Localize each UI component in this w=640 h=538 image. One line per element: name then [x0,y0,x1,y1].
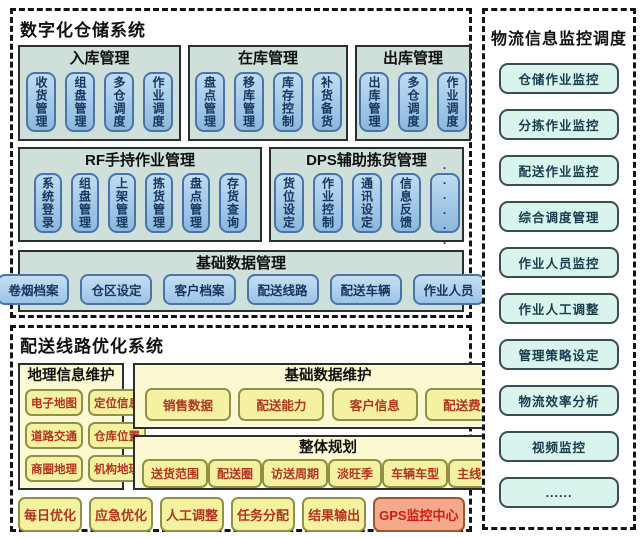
module-chip: 组盘管理 [65,71,95,132]
section-items: 收货管理组盘管理多仓调度作业调度 [20,68,179,139]
module-chip: 应急优化 [89,497,154,532]
module-chip: 移库管理 [233,71,264,132]
module-chip: 系统登录 [33,173,62,233]
module-chip: 淡旺季 [328,459,383,488]
module-chip: 车辆车型 [382,459,449,488]
section-geographic-info-maintenance: 地理信息维护 电子地图定位信息道路交通仓库位置商圈地理机构地理 [18,363,146,490]
module-chip: ...... [429,158,460,248]
section-inbound-management: 入库管理 收货管理组盘管理多仓调度作业调度 [18,45,181,141]
module-chip: 客户档案 [163,274,236,305]
section-title: RF手持作业管理 [85,152,195,169]
module-chip: 仓储作业监控 [499,63,619,94]
section-overall-planning: 整体规划 送货范围配送圈访送周期淡旺季车辆车型主线测算 [133,435,524,490]
module-chip: 电子地图 [25,389,83,416]
wms-row-top: 入库管理 收货管理组盘管理多仓调度作业调度 在库管理 盘点管理移库管理库存控制补… [18,45,471,141]
module-chip: 信息反馈 [390,173,421,233]
module-chip: 任务分配 [231,497,296,532]
panel-delivery-route-optimization: 配送线路优化系统 地理信息维护 电子地图定位信息道路交通仓库位置商圈地理机构地理… [10,325,524,532]
module-chip: 每日优化 [18,497,83,532]
section-title: DPS辅助拣货管理 [306,152,427,169]
module-chip: 访送周期 [262,459,329,488]
module-chip: 物流效率分析 [499,385,619,416]
module-chip: 配送线路 [246,274,319,305]
route-right-column: 基础数据维护 销售数据配送能力客户信息配送费用 整体规划 送货范围配送圈访送周期… [133,363,524,490]
module-chip: 结果输出 [302,497,367,532]
module-chip: 配送作业监控 [499,155,619,186]
panel-digital-warehouse-system: 数字化仓储系统 入库管理 收货管理组盘管理多仓调度作业调度 在库管理 盘点管理移… [0,8,485,318]
wms-panel-title: 数字化仓储系统 [20,21,146,40]
module-chip: 商圈地理 [25,455,83,482]
module-chip: 作业调度 [143,71,173,132]
route-panel-title: 配送线路优化系统 [20,337,164,356]
module-chip: 配送车辆 [329,274,402,305]
section-title: 在库管理 [237,50,298,67]
monitor-panel-title: 物流信息监控调度 [490,31,627,48]
module-chip: 仓区设定 [80,274,153,305]
module-chip: 管理策略设定 [499,339,619,370]
module-chip: 库存控制 [272,71,303,132]
module-chip: 组盘管理 [70,173,99,233]
section-base-data-maintenance: 基础数据维护 销售数据配送能力客户信息配送费用 [133,363,524,429]
section-items: 货位设定作业控制通讯设定信息反馈...... [271,158,462,248]
module-chip: 作业人员 [412,274,485,305]
section-items: 销售数据配送能力客户信息配送费用 [135,387,521,427]
module-chip: ...... [499,477,619,508]
section-title: 入库管理 [69,50,130,67]
wms-row-middle: RF手持作业管理 系统登录组盘管理上架管理拣货管理盘点管理存货查询 DPS辅助拣… [18,147,464,248]
module-chip: 客户信息 [331,387,418,421]
module-chip: 作业人员监控 [499,247,619,278]
module-chip: 道路交通 [25,422,83,449]
panel-logistics-monitoring-dispatch: 物流信息监控调度 仓储作业监控分拣作业监控配送作业监控综合调度管理作业人员监控作… [482,8,636,530]
section-items: 系统登录组盘管理上架管理拣货管理盘点管理存货查询 [20,170,260,240]
route-operations-row: 每日优化应急优化人工调整任务分配结果输出 GPS监控中心 [18,497,465,532]
section-items: 送货范围配送圈访送周期淡旺季车辆车型主线测算 [135,459,521,494]
section-title: 整体规划 [299,440,358,456]
section-items: 电子地图定位信息道路交通仓库位置商圈地理机构地理 [20,387,146,488]
module-chip: 分拣作业监控 [499,109,619,140]
module-chip: 作业人工调整 [499,293,619,324]
module-chip: 收货管理 [26,71,56,132]
route-main-row: 地理信息维护 电子地图定位信息道路交通仓库位置商圈地理机构地理 基础数据维护 销… [18,363,524,490]
module-chip: 送货范围 [142,459,209,488]
section-title: 基础数据管理 [195,255,286,272]
monitor-items: 仓储作业监控分拣作业监控配送作业监控综合调度管理作业人员监控作业人工调整管理策略… [485,55,633,508]
module-chip: 多仓调度 [104,71,134,132]
module-chip: 人工调整 [160,497,225,532]
module-chip: 上架管理 [107,173,136,233]
section-dps-assisted-picking: DPS辅助拣货管理 货位设定作业控制通讯设定信息反馈...... [269,147,464,248]
module-chip: 卷烟档案 [0,274,70,305]
section-items: 出库管理多仓调度作业调度 [357,68,469,139]
section-title: 地理信息维护 [27,368,115,384]
module-chip: 视频监控 [499,431,619,462]
section-title: 基础数据维护 [284,368,372,384]
module-chip: 拣货管理 [144,173,173,233]
gps-monitoring-center-chip: GPS监控中心 [373,497,465,532]
module-chip: 补货备货 [311,71,342,132]
module-chip: 作业调度 [437,71,467,132]
module-chip: 盘点管理 [181,173,210,233]
module-chip: 配送能力 [238,387,325,421]
section-base-data-management: 基础数据管理 卷烟档案仓区设定客户档案配送线路配送车辆作业人员 [0,250,485,312]
module-chip: 综合调度管理 [499,201,619,232]
module-chip: 盘点管理 [194,71,225,132]
section-items: 卷烟档案仓区设定客户档案配送线路配送车辆作业人员 [0,273,485,310]
module-chip: 销售数据 [145,387,232,421]
module-chip: 通讯设定 [351,173,382,233]
section-outbound-management: 出库管理 出库管理多仓调度作业调度 [355,45,471,141]
section-items: 盘点管理移库管理库存控制补货备货 [190,68,346,139]
module-chip: 货位设定 [273,173,304,233]
section-rf-handheld-operations: RF手持作业管理 系统登录组盘管理上架管理拣货管理盘点管理存货查询 [18,147,262,242]
section-title: 出库管理 [382,50,443,67]
module-chip: 作业控制 [312,173,343,233]
module-chip: 存货查询 [218,173,247,233]
module-chip: 出库管理 [359,71,389,132]
module-chip: 多仓调度 [398,71,428,132]
module-chip: 配送圈 [208,459,263,488]
section-instock-management: 在库管理 盘点管理移库管理库存控制补货备货 [188,45,348,141]
